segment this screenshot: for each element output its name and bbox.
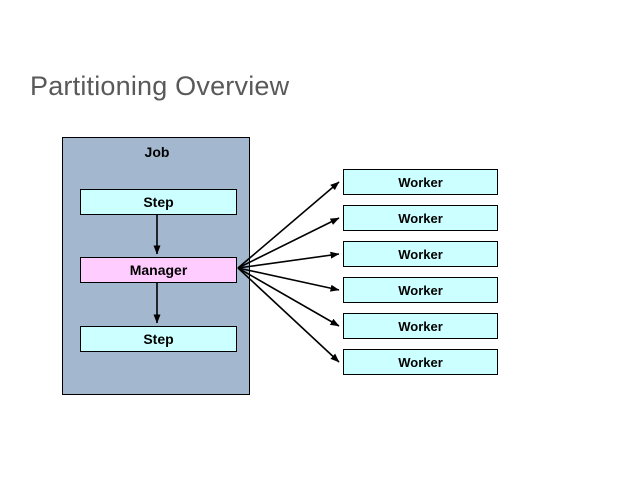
- worker-box[interactable]: Worker: [343, 169, 498, 195]
- arrow-manager-to-worker-6: [237, 267, 340, 363]
- page-title: Partitioning Overview: [30, 71, 290, 101]
- arrow-manager-to-worker-5: [237, 267, 340, 327]
- arrow-manager-to-worker-3: [237, 251, 340, 269]
- job-container: Job Step Manager Step: [62, 137, 250, 395]
- worker-box[interactable]: Worker: [343, 205, 498, 231]
- step-box-bottom[interactable]: Step: [80, 326, 237, 352]
- arrow-manager-to-worker-1: [237, 181, 340, 269]
- worker-box[interactable]: Worker: [343, 277, 498, 303]
- manager-box[interactable]: Manager: [80, 257, 237, 283]
- arrow-manager-to-worker-4: [237, 267, 340, 292]
- worker-box[interactable]: Worker: [343, 313, 498, 339]
- arrow-manager-to-worker-2: [237, 217, 340, 269]
- worker-box[interactable]: Worker: [343, 349, 498, 375]
- worker-box[interactable]: Worker: [343, 241, 498, 267]
- job-label: Job: [144, 144, 170, 160]
- step-box-top[interactable]: Step: [80, 189, 237, 215]
